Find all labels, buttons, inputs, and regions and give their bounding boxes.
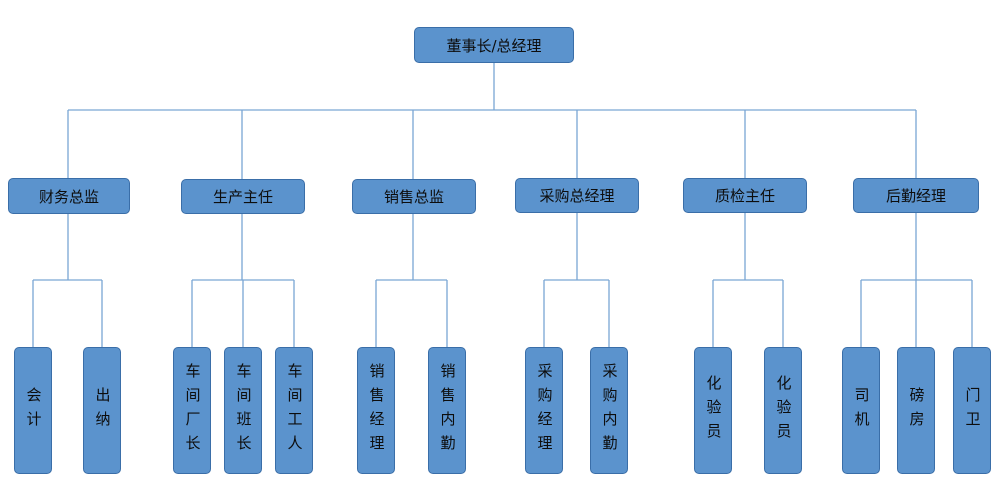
staff-label: 门卫	[963, 386, 982, 435]
manager-label: 采购总经理	[539, 187, 615, 205]
staff-label: 化验员	[704, 374, 723, 447]
manager-box-sales: 销售总监	[352, 179, 476, 214]
manager-box-purchasing: 采购总经理	[515, 178, 639, 213]
staff-box: 门卫	[953, 347, 991, 474]
staff-box: 司机	[842, 347, 880, 474]
staff-label: 销售经理	[367, 362, 386, 459]
manager-label: 后勤经理	[885, 187, 946, 205]
staff-box: 销售经理	[357, 347, 395, 474]
staff-label: 会计	[24, 386, 43, 435]
manager-box-quality: 质检主任	[683, 178, 807, 213]
staff-box: 车间工人	[275, 347, 313, 474]
staff-box: 销售内勤	[428, 347, 466, 474]
manager-label: 销售总监	[383, 188, 444, 206]
manager-label: 质检主任	[714, 187, 775, 205]
manager-box-production: 生产主任	[181, 179, 305, 214]
staff-box: 出纳	[83, 347, 121, 474]
manager-label: 财务总监	[38, 187, 99, 206]
manager-box-logistics: 后勤经理	[853, 178, 979, 213]
staff-box: 化验员	[764, 347, 802, 474]
staff-label: 车间工人	[285, 362, 304, 459]
staff-box: 会计	[14, 347, 52, 474]
staff-box: 化验员	[694, 347, 732, 474]
staff-box: 车间班长	[224, 347, 262, 474]
root-box: 董事长/总经理	[414, 27, 574, 63]
manager-box-finance: 财务总监	[8, 178, 130, 214]
staff-label: 采购内勤	[600, 362, 619, 459]
staff-label: 化验员	[774, 374, 793, 447]
staff-label: 磅房	[907, 386, 926, 435]
staff-box: 采购经理	[525, 347, 563, 474]
staff-label: 司机	[852, 386, 871, 435]
manager-label: 生产主任	[212, 188, 273, 206]
staff-label: 车间班长	[234, 362, 253, 459]
staff-box: 磅房	[897, 347, 935, 474]
staff-label: 销售内勤	[438, 362, 457, 459]
staff-label: 采购经理	[535, 362, 554, 459]
staff-box: 车间厂长	[173, 347, 211, 474]
staff-label: 出纳	[93, 386, 112, 435]
staff-label: 车间厂长	[183, 362, 202, 459]
staff-box: 采购内勤	[590, 347, 628, 474]
root-label: 董事长/总经理	[446, 36, 542, 55]
